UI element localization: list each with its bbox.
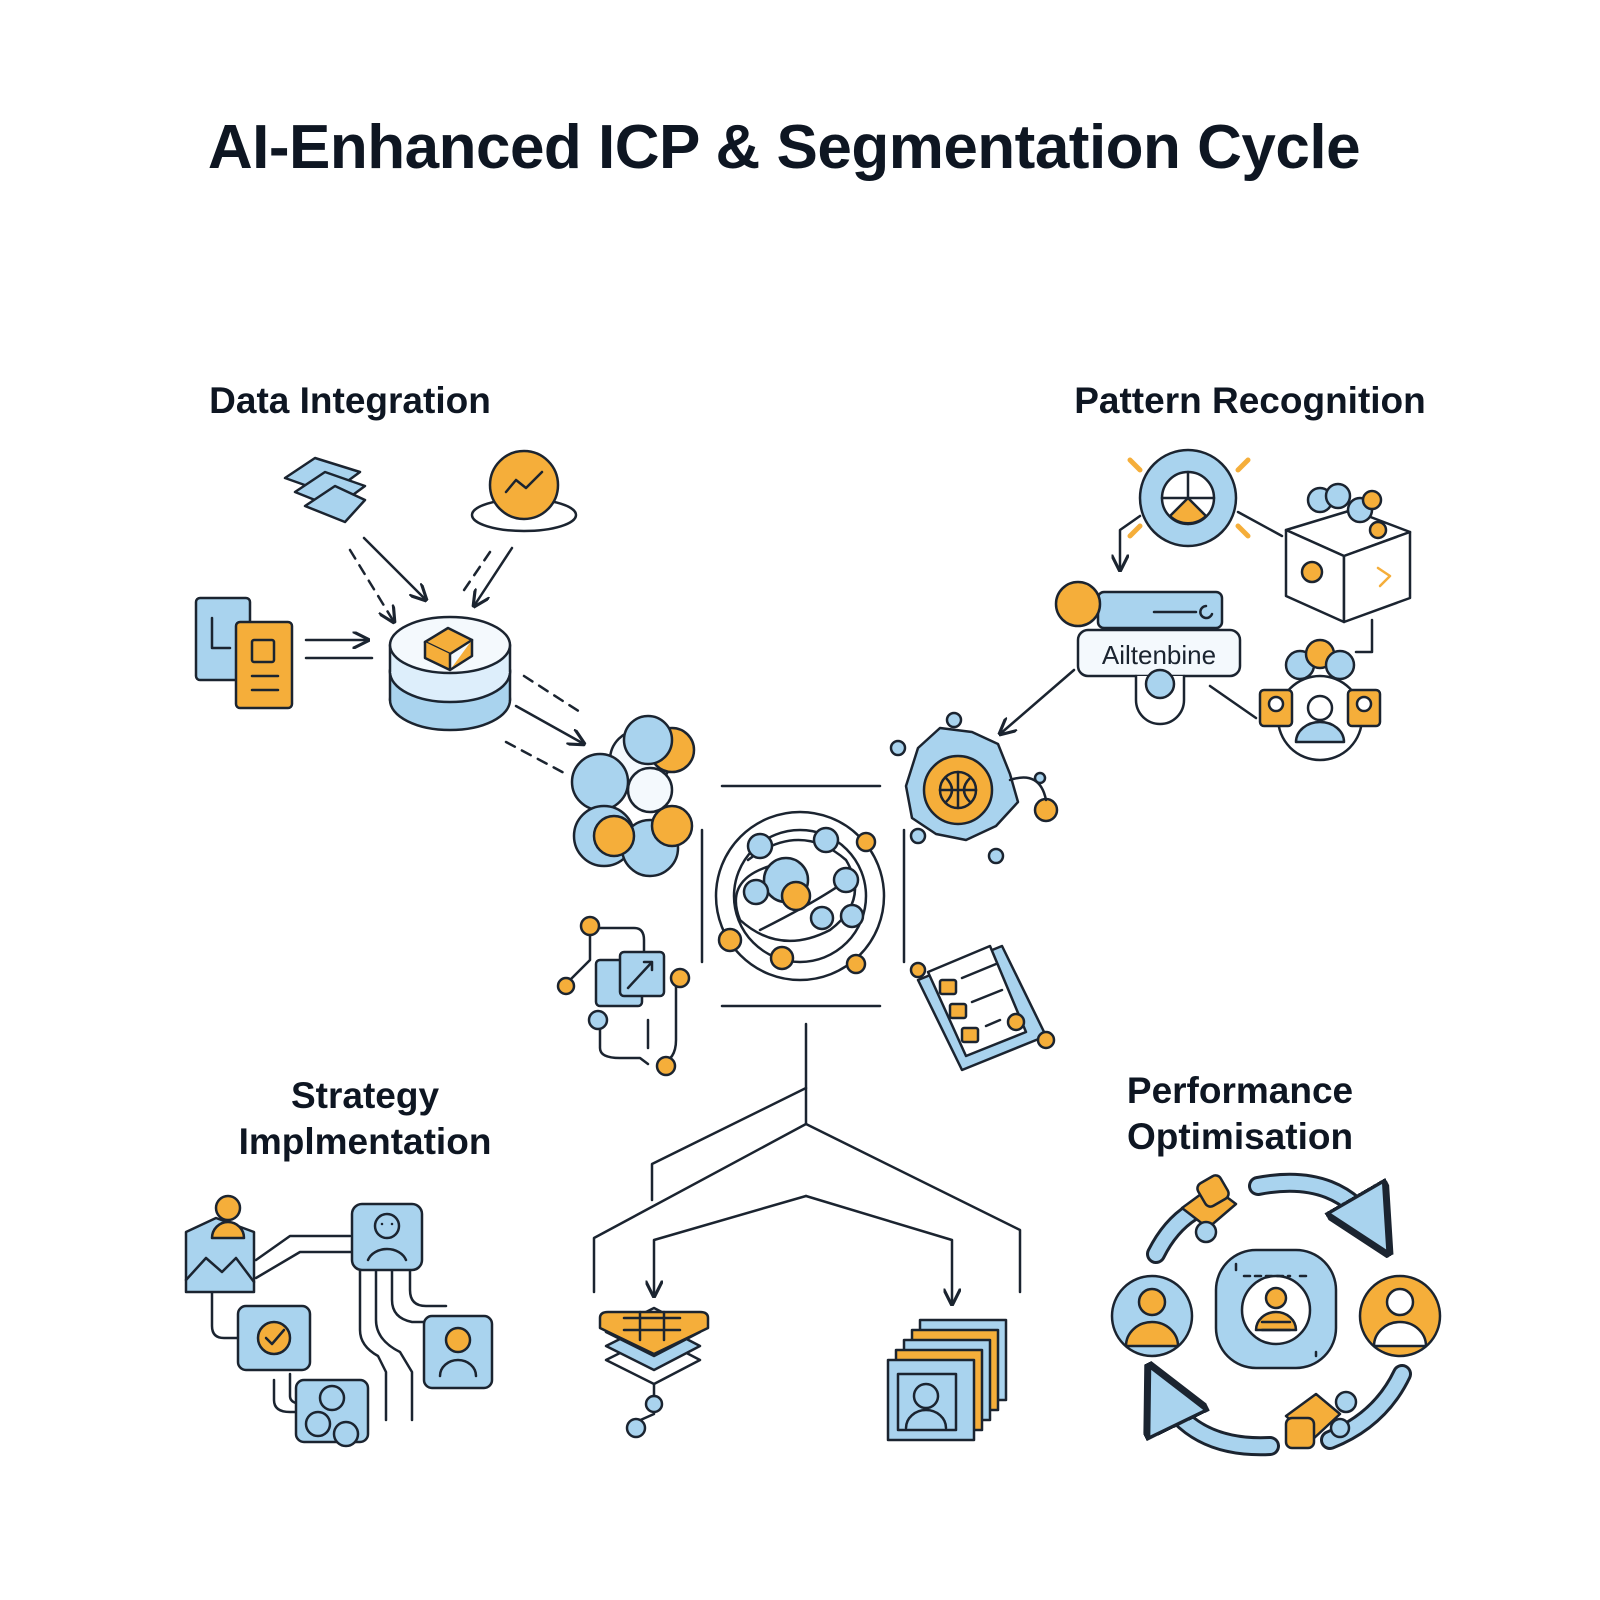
workflow-icon — [556, 915, 691, 1077]
stage-label-pattern-recognition: Pattern Recognition — [1074, 380, 1426, 421]
layer-stack-icon — [598, 1306, 710, 1439]
people-group-icon — [1258, 638, 1382, 762]
documents-icon — [194, 596, 294, 710]
user-network-icon — [184, 1194, 494, 1448]
checklist-icon — [909, 944, 1056, 1072]
ai-box-icon: Ailtenbine — [1000, 580, 1374, 734]
stage-label-strategy-implementation: Strategy Implmentation — [238, 1075, 492, 1162]
segment-wheel-icon — [1120, 448, 1251, 570]
ai-box-text: Ailtenbine — [1102, 640, 1216, 670]
stage-label-data-integration: Data Integration — [209, 380, 491, 421]
optimisation-loop-icon — [1110, 1172, 1442, 1457]
segment-box-icon — [1236, 482, 1412, 624]
profile-cards-icon — [886, 1318, 1008, 1442]
cluster-icon — [570, 714, 696, 878]
branch-connector — [592, 1022, 1022, 1304]
database-icon — [388, 615, 512, 732]
stage-label-performance-optimisation: Performance Optimisation — [1126, 1070, 1354, 1157]
ai-hub-icon — [889, 711, 1059, 865]
network-core-icon — [700, 784, 906, 1008]
page-title: AI-Enhanced ICP & Segmentation Cycle — [207, 113, 1361, 182]
layered-docs-icon — [283, 456, 367, 524]
analytics-coin-icon — [470, 449, 578, 533]
